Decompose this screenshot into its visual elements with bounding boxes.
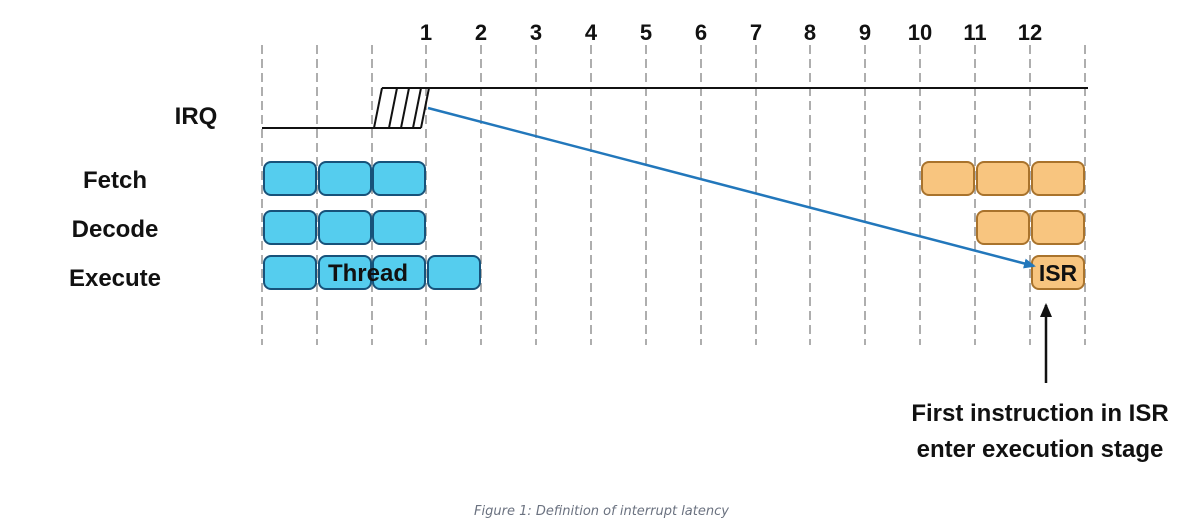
execute-block <box>372 255 426 290</box>
fetch-block <box>921 161 975 196</box>
figure-caption: Figure 1: Definition of interrupt latenc… <box>474 504 729 519</box>
row-label-irq: IRQ <box>175 103 218 130</box>
fetch-block <box>263 161 317 196</box>
fetch-block <box>1031 161 1085 196</box>
fetch-block <box>372 161 426 196</box>
annotation-line-2: enter execution stage <box>917 436 1164 463</box>
latency-arrow <box>427 106 1036 269</box>
cycle-number: 4 <box>585 20 598 45</box>
isr-label: ISR <box>1039 260 1078 286</box>
cycle-number: 11 <box>963 20 986 45</box>
fetch-block <box>976 161 1030 196</box>
execute-block <box>427 255 481 290</box>
cycle-number: 6 <box>695 20 707 45</box>
annotation-line-1: First instruction in ISR <box>911 400 1168 427</box>
decode-block <box>976 210 1030 245</box>
cycle-number: 10 <box>908 20 932 45</box>
thread-label: Thread <box>328 260 408 287</box>
decode-block <box>372 210 426 245</box>
fetch-block <box>318 161 372 196</box>
decode-block <box>263 210 317 245</box>
cycle-number: 9 <box>859 20 871 45</box>
row-label-decode: Decode <box>72 216 159 243</box>
execute-block <box>1031 255 1085 290</box>
grid-lines <box>261 45 1086 345</box>
decode-block <box>1031 210 1085 245</box>
cycle-number: 8 <box>804 20 816 45</box>
cycle-number: 12 <box>1018 20 1042 45</box>
cycle-number: 5 <box>640 20 652 45</box>
execute-block <box>263 255 317 290</box>
decode-block <box>318 210 372 245</box>
cycle-number: 1 <box>420 20 432 45</box>
row-label-execute: Execute <box>69 265 161 292</box>
cycle-number: 2 <box>475 20 487 45</box>
interrupt-latency-diagram: 1 2 3 4 5 6 7 8 9 10 11 12 IRQ Fetch Dec… <box>69 20 1169 463</box>
isr-blocks <box>921 161 1085 290</box>
cycle-number: 7 <box>750 20 762 45</box>
cycle-number: 3 <box>530 20 542 45</box>
thread-blocks <box>263 161 481 290</box>
execute-block <box>318 255 372 290</box>
row-label-fetch: Fetch <box>83 167 147 194</box>
irq-signal <box>262 87 1088 129</box>
